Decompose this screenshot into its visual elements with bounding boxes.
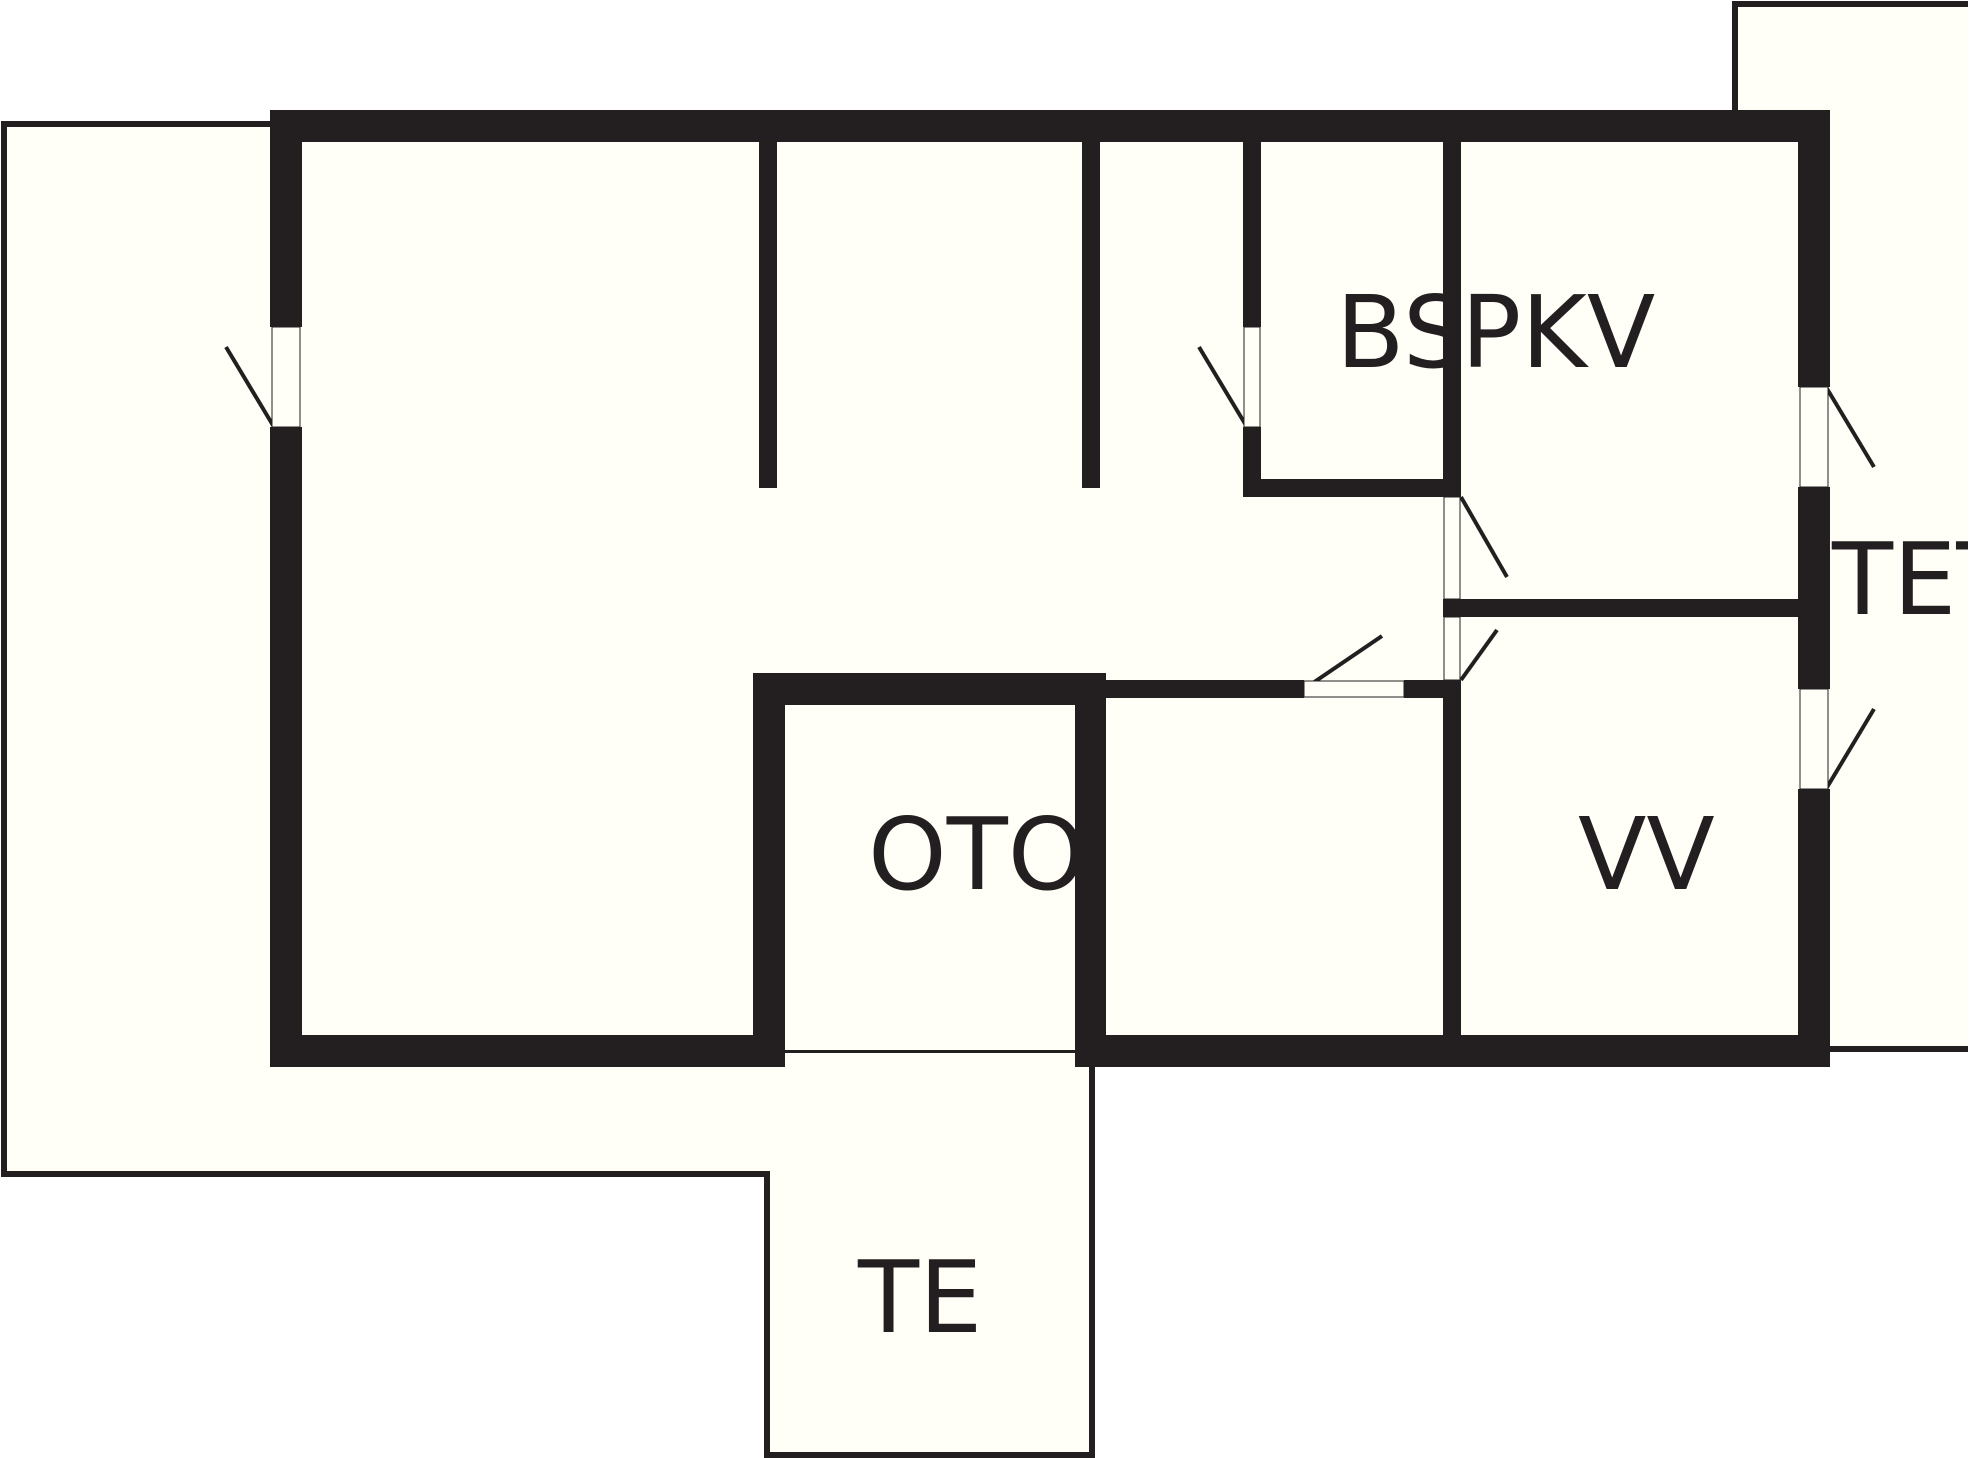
opening-tet-lower (1799, 688, 1829, 790)
door-pkv (1459, 496, 1509, 578)
door-tet-upper (1824, 385, 1876, 469)
door-vv-hall (1459, 628, 1499, 682)
wall-right-top (1798, 110, 1830, 387)
exterior-walls (270, 110, 1830, 1067)
oto-floor (778, 700, 1078, 1050)
opening-pkv-lower (1443, 616, 1461, 681)
wall-right-mid (1798, 487, 1830, 689)
oto-right-wall-over (1075, 673, 1106, 1067)
hall-wall-b (1404, 680, 1461, 698)
door-left-entrance (224, 345, 276, 429)
room-label-vv: VV (1578, 796, 1715, 913)
pkv-vv-divider (1443, 599, 1800, 617)
opening-pkv (1443, 496, 1461, 600)
bs-wall-bottom (1243, 479, 1443, 497)
partition-2 (1082, 140, 1100, 488)
terrace-fill (7, 127, 301, 1171)
wall-left-upper (270, 110, 302, 327)
room-label-oto: OTO (868, 796, 1087, 913)
vv-wall-left (1443, 680, 1461, 1067)
door-bs (1197, 345, 1249, 429)
hall-wall-a (1106, 680, 1304, 698)
room-label-pkv: PKV (1461, 274, 1655, 391)
opening-hall (1303, 680, 1405, 698)
bs-pkv-divider-over (1443, 140, 1461, 497)
wall-top (270, 110, 1830, 142)
opening-tet-upper (1799, 386, 1829, 488)
door-openings (271, 326, 1829, 790)
oto-wall-top (753, 673, 1106, 705)
bs-wall-left-upper (1243, 140, 1261, 327)
room-label-tet: TET (1831, 521, 1980, 638)
wall-bottom-left (270, 1035, 785, 1067)
wall-right-bottom (1798, 789, 1830, 1067)
oto-wall-left (753, 673, 785, 1067)
opening-bs (1243, 326, 1261, 428)
door-hall (1302, 634, 1384, 691)
opening-left (271, 326, 301, 428)
door-swings (224, 345, 1876, 791)
room-label-te: TE (857, 1239, 982, 1356)
wall-left-lower (270, 427, 302, 1067)
terrace-fill-bottom (7, 1053, 771, 1171)
door-tet-lower (1824, 707, 1876, 791)
canvas-right-edge (1968, 0, 1980, 1458)
partition-1 (759, 140, 777, 488)
